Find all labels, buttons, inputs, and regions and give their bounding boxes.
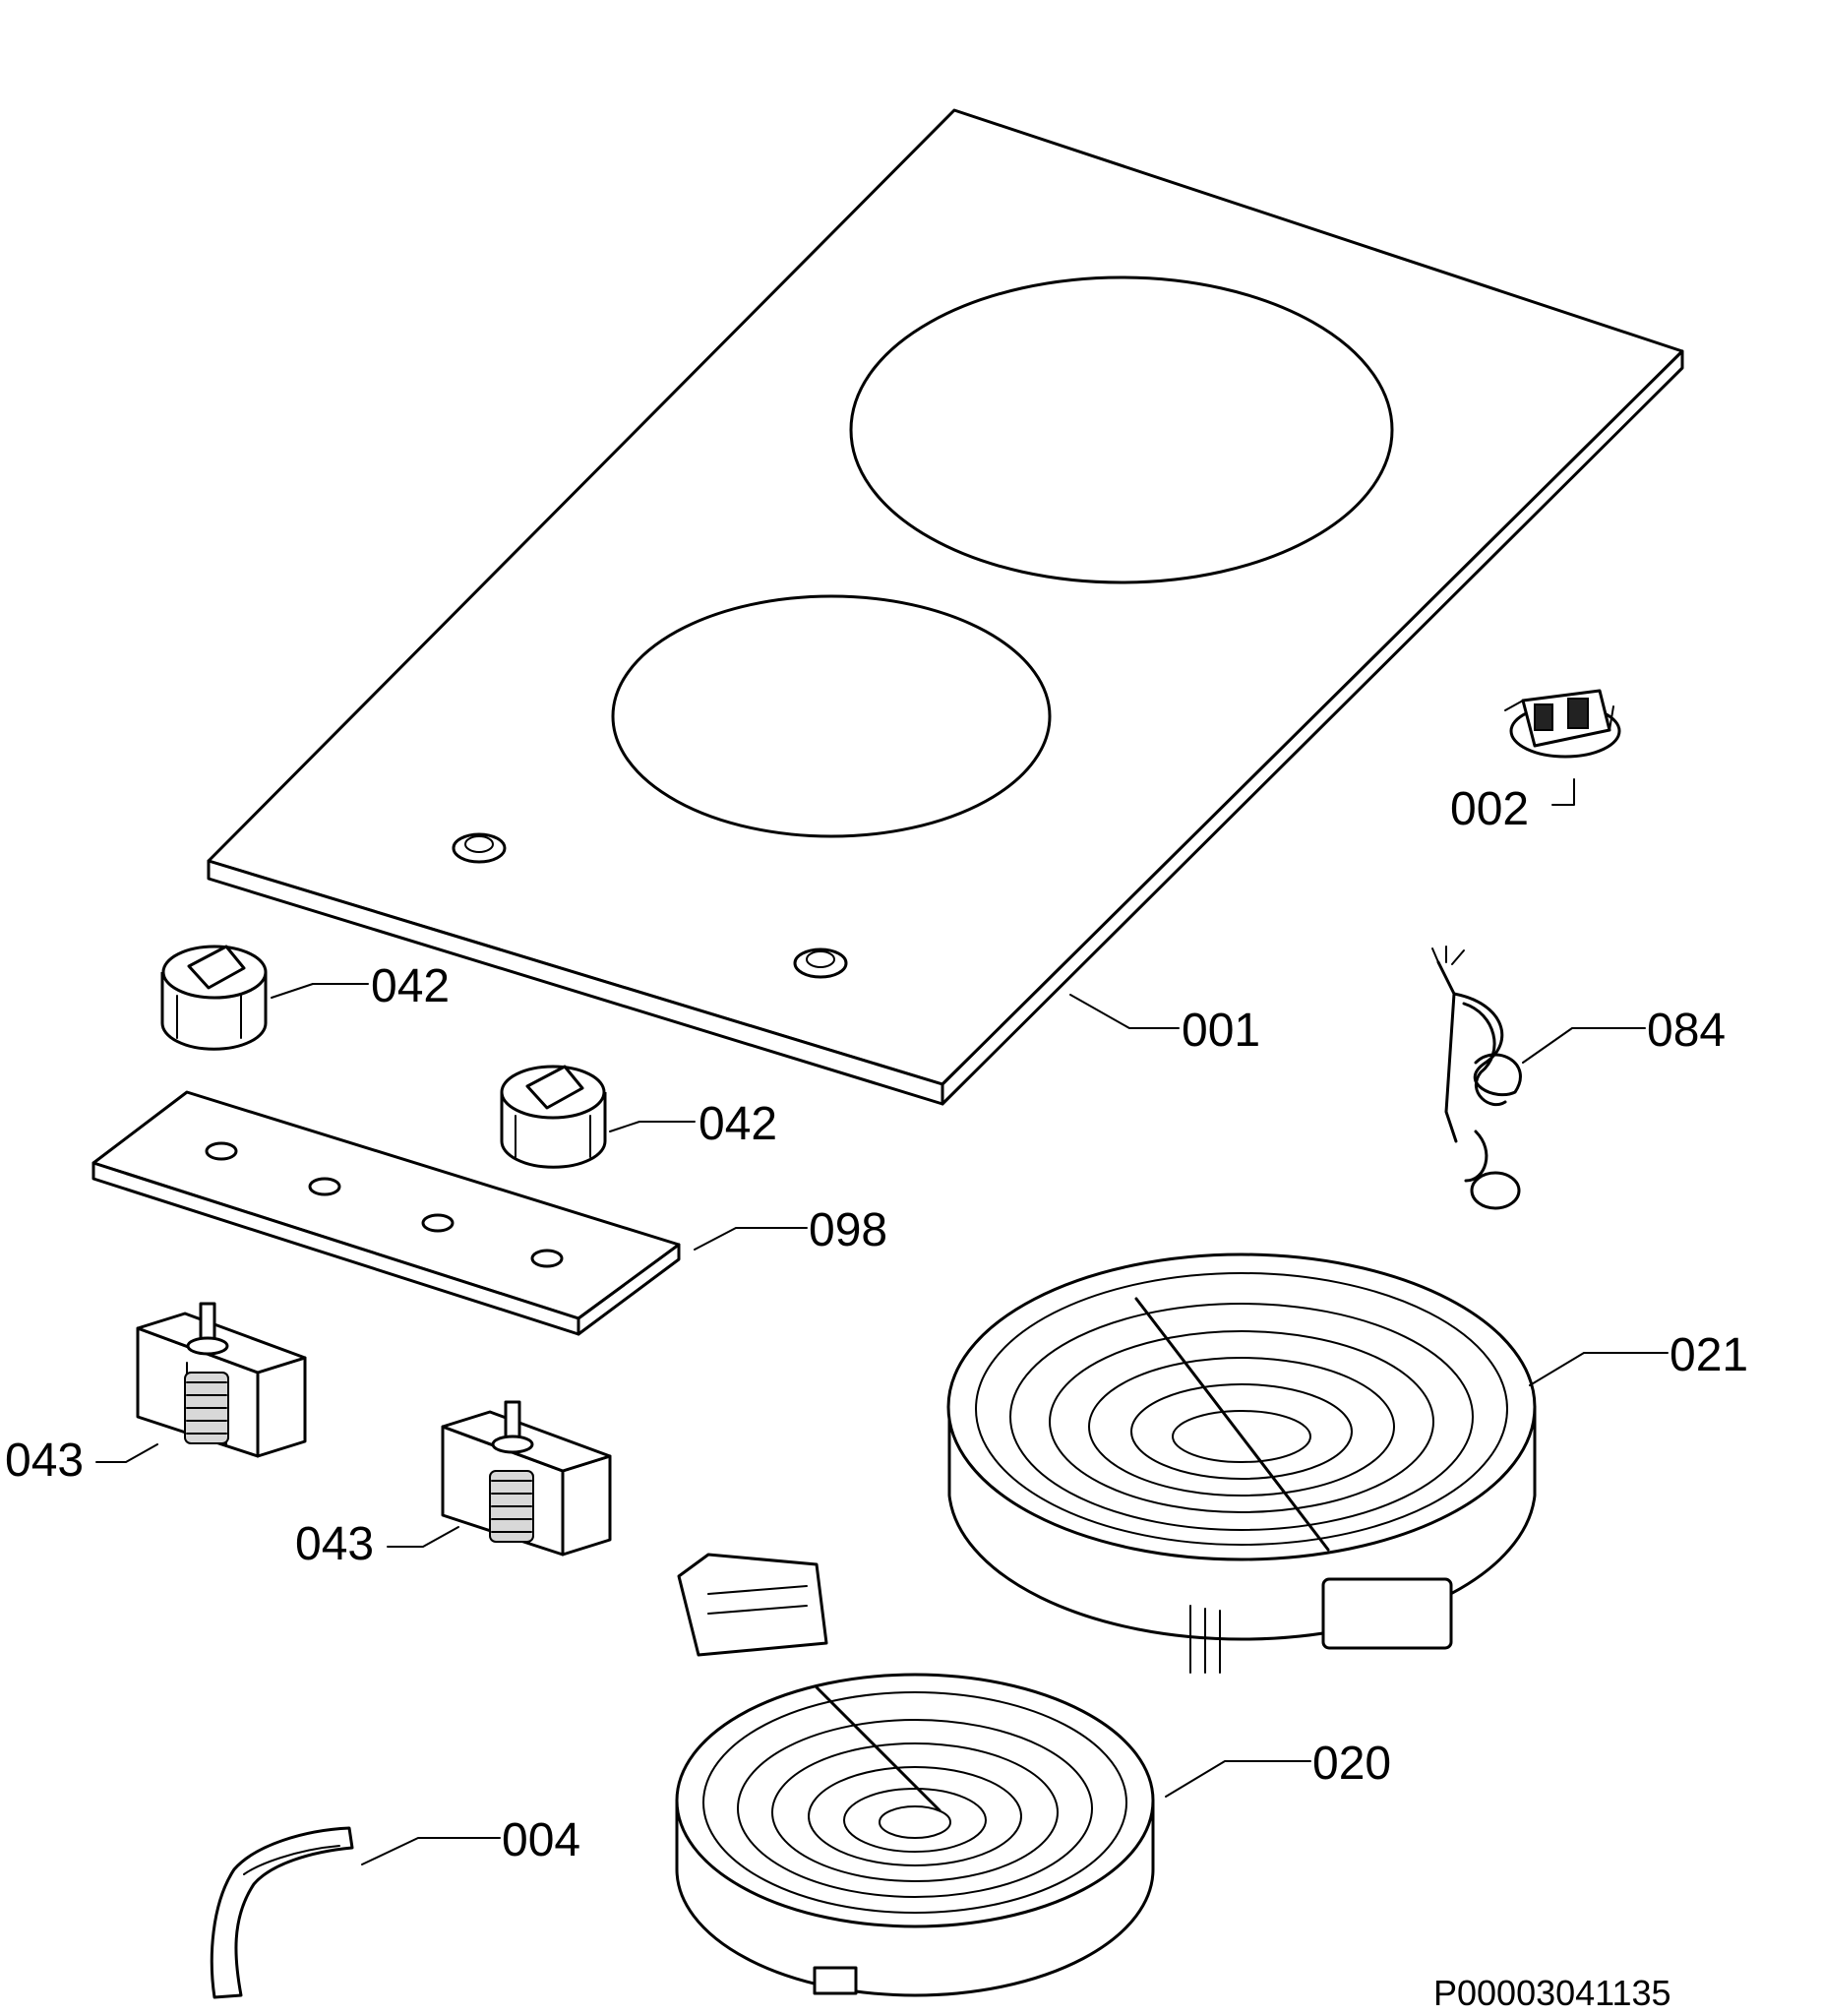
callout-label-084: 084 — [1647, 1005, 1726, 1057]
cable-clamp-icon — [1504, 689, 1621, 759]
control-panel-strip-icon — [91, 1090, 681, 1336]
callout-002: 002 — [1450, 778, 1575, 835]
callout-label-002: 002 — [1450, 783, 1529, 835]
control-knob-icon — [160, 945, 268, 1051]
callout-label-021: 021 — [1670, 1329, 1748, 1381]
callout-label-001: 001 — [1182, 1005, 1260, 1057]
energy-regulator-icon — [441, 1400, 612, 1557]
callout-098: 098 — [694, 1204, 887, 1256]
small-radiant-heating-element-icon — [675, 1553, 1155, 1997]
callout-042-lower: 042 — [609, 1098, 777, 1150]
callout-label-042-upper: 042 — [371, 960, 450, 1012]
callout-label-004: 004 — [502, 1814, 580, 1866]
callout-label-098: 098 — [809, 1204, 887, 1256]
callout-042-upper: 042 — [271, 960, 450, 1012]
callout-043-right: 043 — [295, 1518, 459, 1570]
glass-ceramic-top-icon — [207, 108, 1684, 1106]
callout-label-043-left: 043 — [5, 1435, 84, 1487]
callout-001: 001 — [1069, 994, 1260, 1057]
callout-043-left: 043 — [5, 1435, 158, 1487]
callout-label-042-lower: 042 — [698, 1098, 777, 1150]
document-id: P00003041135 — [1433, 1973, 1671, 2013]
large-radiant-heating-element-icon — [946, 1252, 1537, 1674]
strap-icon — [210, 1826, 354, 1999]
callout-label-043-right: 043 — [295, 1518, 374, 1570]
power-cord-icon — [1431, 946, 1522, 1210]
control-knob-icon — [500, 1065, 607, 1169]
energy-regulator-icon — [136, 1302, 307, 1458]
callout-021: 021 — [1529, 1329, 1748, 1386]
callout-020: 020 — [1165, 1738, 1391, 1798]
callout-004: 004 — [361, 1814, 580, 1866]
callout-label-020: 020 — [1312, 1738, 1391, 1790]
callout-084: 084 — [1522, 1005, 1726, 1064]
